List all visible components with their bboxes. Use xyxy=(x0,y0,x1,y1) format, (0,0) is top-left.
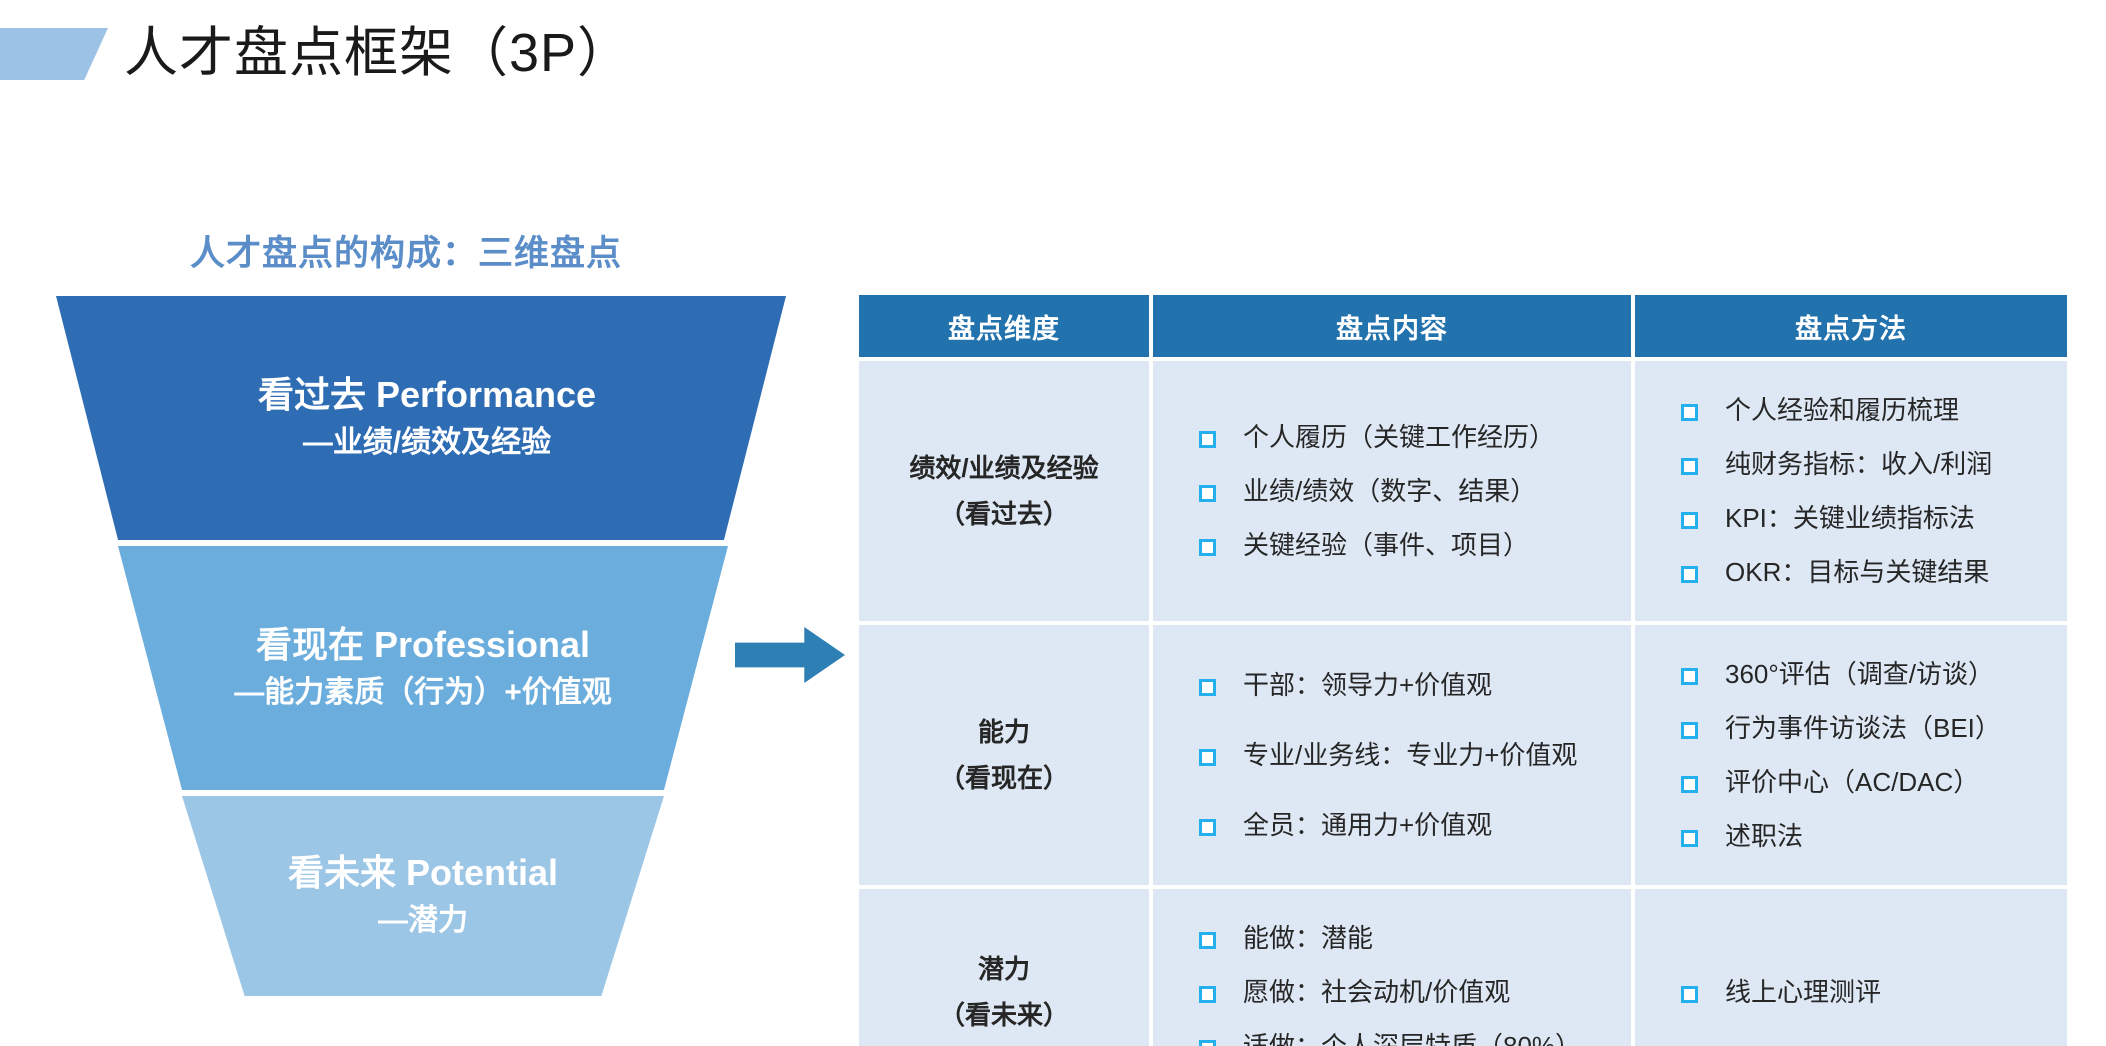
method-bullet-list: 个人经验和履历梳理 纯财务指标：收入/利润 KPI：关键业绩指标法 OKR：目标… xyxy=(1635,391,2067,591)
list-item: 专业/业务线：专业力+价值观 xyxy=(1181,736,1631,774)
cell-method: 个人经验和履历梳理 纯财务指标：收入/利润 KPI：关键业绩指标法 OKR：目标… xyxy=(1635,361,2067,621)
cell-content: 干部：领导力+价值观 专业/业务线：专业力+价值观 全员：通用力+价值观 xyxy=(1153,625,1631,885)
funnel-segment-sub: —业绩/绩效及经验 xyxy=(302,426,552,459)
list-item: 能做：潜能 xyxy=(1181,919,1631,957)
list-item: KPI：关键业绩指标法 xyxy=(1663,499,2067,537)
list-item: 线上心理测评 xyxy=(1663,973,2067,1011)
page-title: 人才盘点框架（3P） xyxy=(124,23,633,83)
list-item: 个人经验和履历梳理 xyxy=(1663,391,2067,429)
cell-content: 能做：潜能 愿做：社会动机/价值观 适做：个人深层特质（80%） xyxy=(1153,889,1631,1046)
cell-method: 线上心理测评 xyxy=(1635,889,2067,1046)
content-bullet-list: 干部：领导力+价值观 专业/业务线：专业力+价值观 全员：通用力+价值观 xyxy=(1153,639,1631,871)
funnel-segment-heading: 看过去 Performance xyxy=(257,374,597,415)
dimension-line-2: （看过去） xyxy=(938,499,1069,529)
funnel-segment-performance: 看过去 Performance —业绩/绩效及经验 xyxy=(56,296,786,540)
table-row: 潜力 （看未来） 能做：潜能 愿做：社会动机/价值观 适做：个人深层特质（80%… xyxy=(859,889,2067,1046)
list-item: OKR：目标与关键结果 xyxy=(1663,553,2067,591)
list-item: 适做：个人深层特质（80%） xyxy=(1181,1027,1631,1046)
list-item: 纯财务指标：收入/利润 xyxy=(1663,445,2067,483)
list-item: 述职法 xyxy=(1663,817,2067,855)
list-item: 个人履历（关键工作经历） xyxy=(1181,418,1631,456)
list-item: 愿做：社会动机/价值观 xyxy=(1181,973,1631,1011)
table-header-method: 盘点方法 xyxy=(1635,295,2067,357)
table-header-dimension: 盘点维度 xyxy=(859,295,1149,357)
content-bullet-list: 个人履历（关键工作经历） 业绩/绩效（数字、结果） 关键经验（事件、项目） xyxy=(1153,418,1631,564)
cell-dimension: 能力 （看现在） xyxy=(859,625,1149,885)
cell-dimension: 绩效/业绩及经验 （看过去） xyxy=(859,361,1149,621)
funnel-segment-potential: 看未来 Potential —潜力 xyxy=(182,796,664,996)
list-item: 业绩/绩效（数字、结果） xyxy=(1181,472,1631,510)
dimension-line-2: （看现在） xyxy=(938,763,1069,793)
list-item: 干部：领导力+价值观 xyxy=(1181,666,1631,704)
cell-content: 个人履历（关键工作经历） 业绩/绩效（数字、结果） 关键经验（事件、项目） xyxy=(1153,361,1631,621)
funnel-segment-heading: 看未来 Potential xyxy=(287,852,559,893)
arrow-right-icon xyxy=(735,627,845,683)
list-item: 360°评估（调查/访谈） xyxy=(1663,655,2067,693)
inventory-table: 盘点维度 盘点内容 盘点方法 绩效/业绩及经验 （看过去） 个人履历（关键工作经… xyxy=(855,291,2071,1046)
section-subtitle: 人才盘点的构成：三维盘点 xyxy=(190,234,623,273)
funnel-segment-sub: —能力素质（行为）+价值观 xyxy=(234,676,612,709)
method-bullet-list: 360°评估（调查/访谈） 行为事件访谈法（BEI） 评价中心（AC/DAC） … xyxy=(1635,655,2067,855)
dimension-line-1: 潜力 xyxy=(977,954,1030,984)
cell-dimension: 潜力 （看未来） xyxy=(859,889,1149,1046)
title-accent-marker-icon xyxy=(0,28,108,80)
table-row: 能力 （看现在） 干部：领导力+价值观 专业/业务线：专业力+价值观 全员：通用… xyxy=(859,625,2067,885)
funnel-segment-sub: —潜力 xyxy=(378,904,468,937)
cell-method: 360°评估（调查/访谈） 行为事件访谈法（BEI） 评价中心（AC/DAC） … xyxy=(1635,625,2067,885)
table-row: 绩效/业绩及经验 （看过去） 个人履历（关键工作经历） 业绩/绩效（数字、结果）… xyxy=(859,361,2067,621)
method-bullet-list: 线上心理测评 xyxy=(1635,903,2067,1046)
table-header-content: 盘点内容 xyxy=(1153,295,1631,357)
funnel-segment-professional: 看现在 Professional —能力素质（行为）+价值观 xyxy=(118,546,728,790)
list-item: 评价中心（AC/DAC） xyxy=(1663,763,2067,801)
dimension-line-2: （看未来） xyxy=(938,1000,1069,1030)
content-bullet-list: 能做：潜能 愿做：社会动机/价值观 适做：个人深层特质（80%） xyxy=(1153,919,1631,1046)
funnel-segment-heading: 看现在 Professional xyxy=(255,624,591,665)
table-header-row: 盘点维度 盘点内容 盘点方法 xyxy=(859,295,2067,357)
list-item: 行为事件访谈法（BEI） xyxy=(1663,709,2067,747)
dimension-line-1: 绩效/业绩及经验 xyxy=(909,453,1099,483)
dimension-line-1: 能力 xyxy=(977,717,1030,747)
list-item: 全员：通用力+价值观 xyxy=(1181,806,1631,844)
list-item: 关键经验（事件、项目） xyxy=(1181,526,1631,564)
